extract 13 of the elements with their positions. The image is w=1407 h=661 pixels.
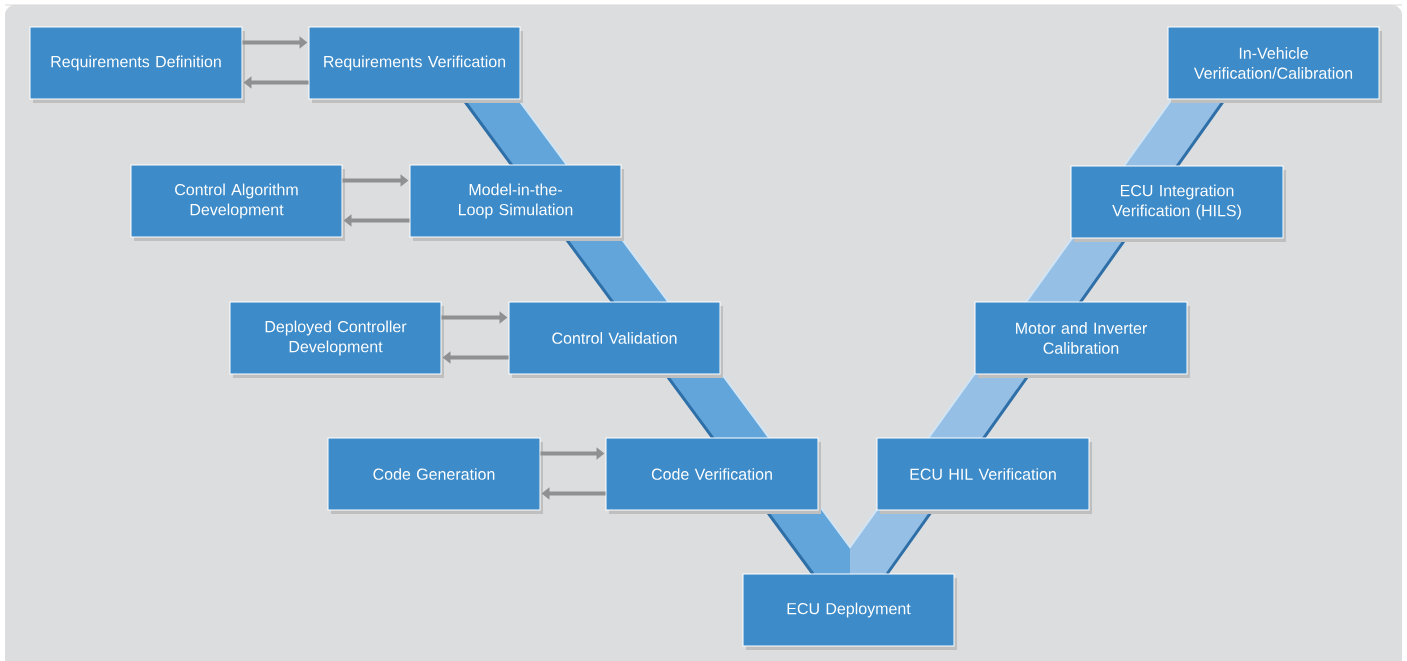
- process-box: ECU Integration Verification (HILS): [1070, 165, 1286, 242]
- process-box: In-Vehicle Verification/Calibration: [1167, 26, 1382, 103]
- process-box: Code Generation: [327, 437, 543, 514]
- process-box: Motor and Inverter Calibration: [974, 301, 1190, 378]
- process-box: Deployed Controller Development: [229, 301, 444, 378]
- process-box: Requirements Verification: [308, 26, 523, 103]
- process-box: Requirements Definition: [29, 26, 245, 103]
- process-box: Control Algorithm Development: [130, 164, 345, 241]
- process-box: ECU HIL Verification: [876, 437, 1092, 514]
- process-box: ECU Deployment: [742, 573, 957, 650]
- process-box: Control Validation: [508, 301, 723, 378]
- process-box: Model-in-the-Loop Simulation: [409, 164, 624, 241]
- process-box: Code Verification: [605, 437, 821, 514]
